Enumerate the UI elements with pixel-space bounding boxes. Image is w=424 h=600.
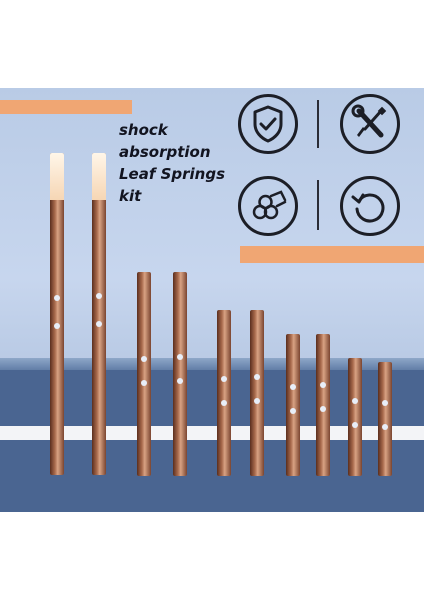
refresh-icon bbox=[340, 176, 400, 236]
leaf-spring-2 bbox=[92, 153, 106, 475]
product-scene: shock absorption Leaf Springs kit bbox=[0, 88, 424, 512]
leaf-spring-1 bbox=[50, 153, 64, 475]
leaf-spring-7 bbox=[286, 334, 300, 476]
title-line-3: Leaf Springs bbox=[119, 165, 226, 183]
icon-divider-top bbox=[317, 100, 319, 148]
rolled-metal-icon bbox=[238, 176, 298, 236]
orange-accent-bar-middle bbox=[240, 246, 424, 263]
icon-divider-bottom bbox=[317, 180, 319, 230]
wrench-screwdriver-icon bbox=[340, 94, 400, 154]
leaf-spring-5 bbox=[217, 310, 231, 476]
title-line-2: absorption bbox=[119, 143, 211, 161]
leaf-spring-3 bbox=[137, 272, 151, 476]
product-title: shock absorption Leaf Springs kit bbox=[119, 119, 249, 207]
leaf-spring-8 bbox=[316, 334, 330, 476]
leaf-spring-10 bbox=[378, 362, 392, 476]
orange-accent-bar-top bbox=[0, 100, 132, 114]
leaf-spring-9 bbox=[348, 358, 362, 476]
title-line-1: shock bbox=[119, 121, 168, 139]
title-line-4: kit bbox=[119, 187, 142, 205]
leaf-spring-6 bbox=[250, 310, 264, 476]
leaf-spring-4 bbox=[173, 272, 187, 476]
shield-check-icon bbox=[238, 94, 298, 154]
